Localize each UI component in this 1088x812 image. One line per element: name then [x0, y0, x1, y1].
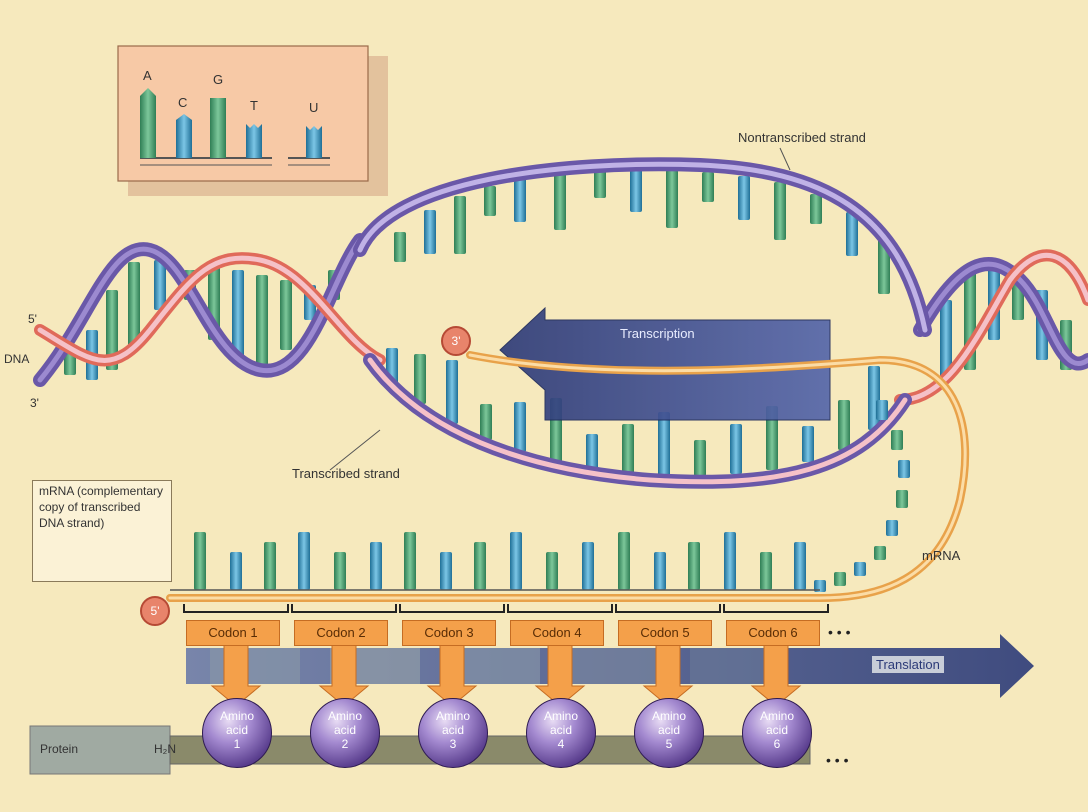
mrna-loop-base: [898, 460, 910, 478]
mrna-base: [510, 532, 522, 590]
mrna-base: [440, 552, 452, 590]
lower-base: [838, 400, 850, 450]
lower-base: [480, 404, 492, 440]
lower-base: [414, 354, 426, 404]
mrna-base: [794, 542, 806, 590]
lower-base: [868, 366, 880, 430]
amino-acid-4: Amino acid 4: [526, 698, 596, 768]
upper-base: [702, 172, 714, 202]
mrna-base: [370, 542, 382, 590]
mrna-base: [654, 552, 666, 590]
mrna-base: [298, 532, 310, 590]
nontranscribed-strand-label: Nontranscribed strand: [738, 130, 866, 145]
lower-base: [802, 426, 814, 462]
mrna-label: mRNA: [922, 548, 960, 563]
upper-base: [394, 232, 406, 262]
base-pair: [256, 275, 268, 370]
protein-ellipsis: • • •: [826, 752, 848, 768]
mrna-loop-base: [854, 562, 866, 576]
mrna-base: [194, 532, 206, 590]
lower-base: [730, 424, 742, 474]
lower-base: [446, 360, 458, 424]
amino-acid-5: Amino acid 5: [634, 698, 704, 768]
upper-base: [484, 186, 496, 216]
mrna-loop-base: [896, 490, 908, 508]
protein-label: Protein: [40, 742, 78, 756]
base-legend-box: [118, 46, 388, 196]
amino-acid-1: Amino acid 1: [202, 698, 272, 768]
upper-base: [554, 172, 566, 230]
mrna-base: [724, 532, 736, 590]
legend-label-c: C: [178, 95, 187, 110]
legend-label-g: G: [213, 72, 223, 87]
mrna-base: [474, 542, 486, 590]
mrna-base: [334, 552, 346, 590]
mrna-loop-base: [834, 572, 846, 586]
mrna-base: [688, 542, 700, 590]
mrna-loop-base: [886, 520, 898, 536]
dna-five-prime-label: 5': [28, 312, 37, 326]
transcription-label: Transcription: [620, 326, 695, 341]
lower-base: [694, 440, 706, 476]
codon-5: Codon 5: [618, 620, 712, 646]
upper-base: [810, 194, 822, 224]
codon-3: Codon 3: [402, 620, 496, 646]
lower-base: [658, 412, 670, 476]
mrna-three-prime-marker: 3': [441, 326, 471, 356]
mrna-loop-base: [876, 400, 888, 420]
mrna-loop-base: [874, 546, 886, 560]
legend-label-u: U: [309, 100, 318, 115]
lower-base: [622, 424, 634, 474]
codon-1: Codon 1: [186, 620, 280, 646]
lower-base: [586, 434, 598, 470]
upper-base: [666, 170, 678, 228]
amino-acid-6: Amino acid 6: [742, 698, 812, 768]
upper-base: [424, 210, 436, 254]
mrna-base: [760, 552, 772, 590]
mrna-loop-base: [891, 430, 903, 450]
mrna-base: [582, 542, 594, 590]
h2n-label: H₂N: [154, 742, 176, 756]
upper-base: [630, 168, 642, 212]
upper-base: [454, 196, 466, 254]
mrna-description-box: mRNA (complementary copy of transcribed …: [32, 480, 172, 582]
amino-acid-2: Amino acid 2: [310, 698, 380, 768]
codon-ellipsis: • • •: [828, 624, 850, 640]
mrna-base: [230, 552, 242, 590]
mrna-base: [618, 532, 630, 590]
dna-label: DNA: [4, 352, 29, 366]
upper-base: [514, 178, 526, 222]
translation-label: Translation: [872, 656, 944, 673]
mrna-five-prime-marker: 5': [140, 596, 170, 626]
transcribed-strand-label: Transcribed strand: [292, 466, 400, 481]
upper-base: [738, 176, 750, 220]
legend-label-a: A: [143, 68, 152, 83]
amino-acid-3: Amino acid 3: [418, 698, 488, 768]
lower-base: [514, 402, 526, 452]
dna-three-prime-label: 3': [30, 396, 39, 410]
codon-6: Codon 6: [726, 620, 820, 646]
base-pair: [280, 280, 292, 350]
mrna-base: [546, 552, 558, 590]
mrna-base: [264, 542, 276, 590]
codon-4: Codon 4: [510, 620, 604, 646]
upper-base: [774, 182, 786, 240]
mrna-base: [404, 532, 416, 590]
base-pair: [154, 260, 166, 310]
codon-2: Codon 2: [294, 620, 388, 646]
legend-label-t: T: [250, 98, 258, 113]
